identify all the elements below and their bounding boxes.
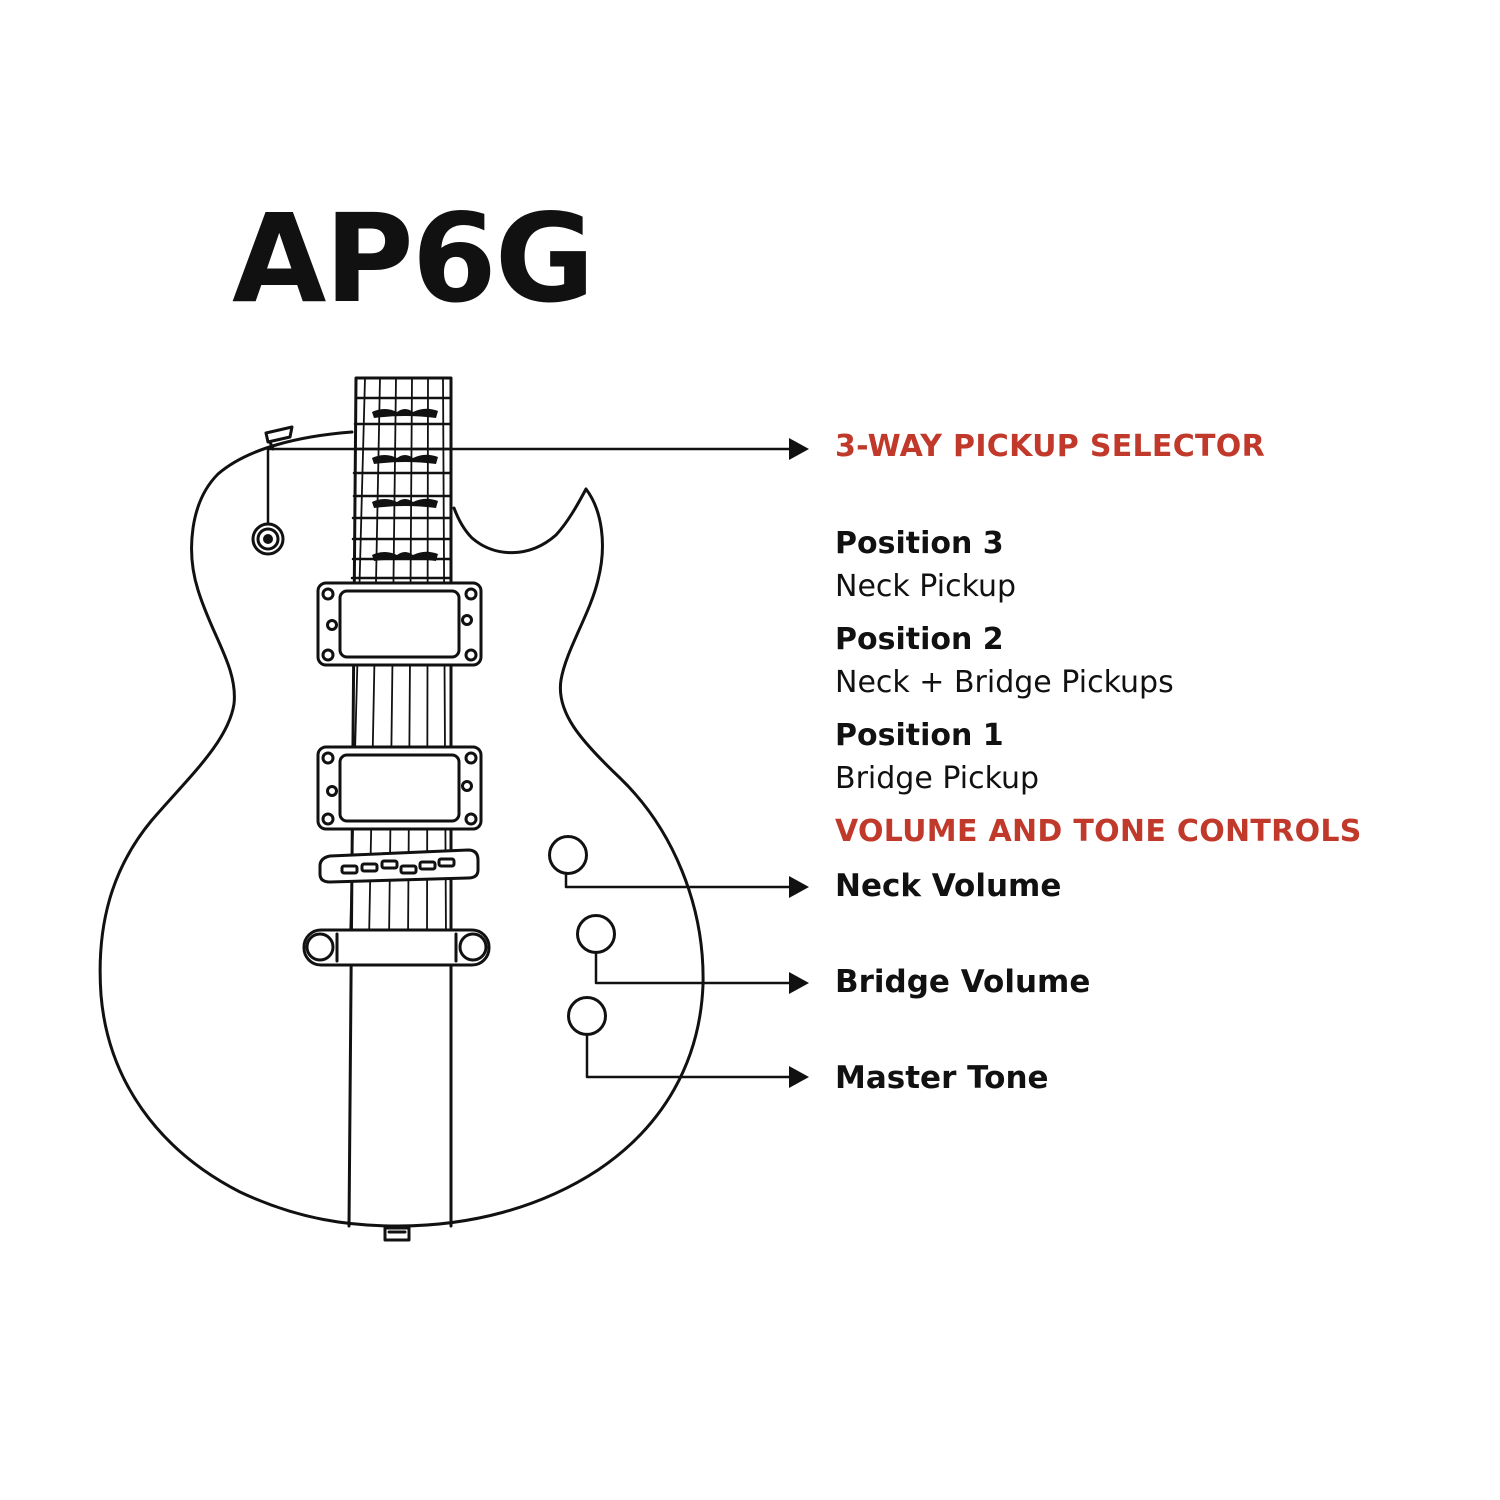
position-1-description: Bridge Pickup <box>835 761 1040 796</box>
position-3-title: Position 3 <box>835 526 1004 561</box>
controls-heading: VOLUME AND TONE CONTROLS <box>835 814 1362 849</box>
bridge-volume-knob <box>576 914 616 954</box>
master-tone-label: Master Tone <box>835 1060 1049 1096</box>
fret-inlays <box>372 408 438 561</box>
frets <box>350 396 453 580</box>
bridge-pickup <box>316 745 483 831</box>
position-2-title: Position 2 <box>835 622 1004 657</box>
guitar-body-outline <box>98 430 705 1228</box>
neck-volume-arrowhead <box>789 876 809 898</box>
selector-leader-line <box>266 447 794 526</box>
master-tone-arrowhead <box>789 1066 809 1088</box>
position-2-description: Neck + Bridge Pickups <box>835 665 1174 700</box>
bridge-volume-arrowhead <box>789 972 809 994</box>
master-tone-knob <box>567 996 607 1036</box>
pickup-selector-heading: 3-WAY PICKUP SELECTOR <box>835 429 1266 464</box>
bridge-volume-leader-line <box>594 950 794 985</box>
model-title: AP6G <box>232 188 595 330</box>
bridge-volume-label: Bridge Volume <box>835 964 1091 1000</box>
pickup-selector-switch <box>251 425 294 556</box>
position-1-title: Position 1 <box>835 718 1004 753</box>
neck-volume-label: Neck Volume <box>835 868 1062 904</box>
bridge <box>318 848 480 884</box>
neck-pickup <box>316 581 483 667</box>
neck-volume-knob <box>548 835 588 875</box>
tailpiece <box>302 928 491 967</box>
position-3-description: Neck Pickup <box>835 569 1017 604</box>
neck-volume-leader-line <box>564 871 794 889</box>
output-jack <box>383 1226 411 1242</box>
selector-arrowhead <box>789 438 809 460</box>
master-tone-leader-line <box>585 1032 794 1079</box>
